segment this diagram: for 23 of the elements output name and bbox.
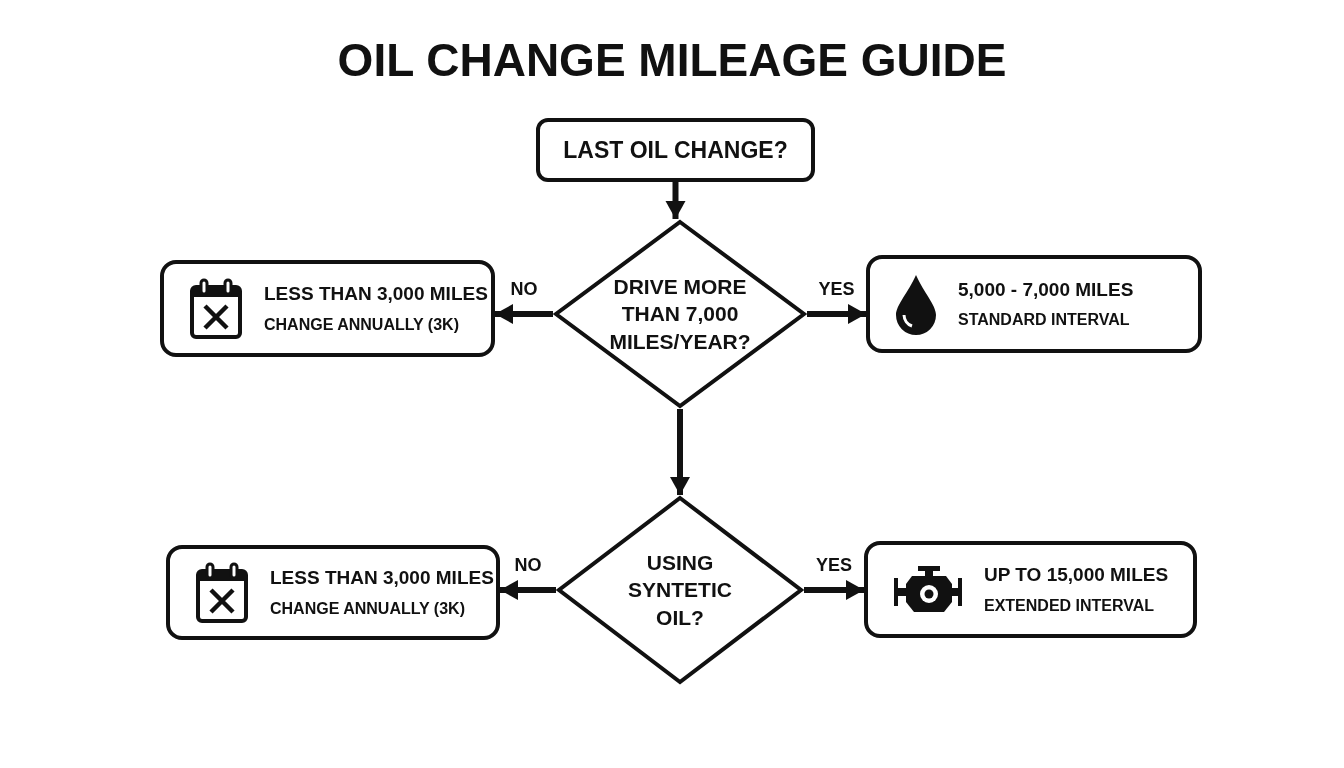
start-text: LAST OIL CHANGE? (563, 135, 788, 165)
decision-text: USING SYNTETIC OIL? (627, 550, 733, 631)
arrow (500, 580, 556, 600)
result-box (864, 541, 1197, 638)
start-box (536, 118, 815, 182)
mileage-text: UP TO 15,000 MILES (984, 563, 1169, 588)
interval-text: EXTENDED INTERVAL (984, 595, 1156, 616)
arrow (804, 580, 864, 600)
arrow (665, 182, 686, 219)
interval-text: STANDARD INTERVAL (958, 310, 1131, 331)
arrow (495, 304, 553, 324)
mileage-text: LESS THAN 3,000 MILES (270, 566, 494, 591)
arrow (807, 304, 866, 324)
interval-text: CHANGE ANNUALLY (3K) (264, 314, 460, 335)
result-box (160, 260, 495, 357)
arrow (670, 409, 690, 495)
result-box (866, 255, 1202, 353)
title: OIL CHANGE MILEAGE GUIDE (336, 33, 1008, 88)
mileage-text: LESS THAN 3,000 MILES (264, 282, 488, 307)
decision-text: DRIVE MORE THAN 7,000 MILES/YEAR? (608, 274, 752, 355)
interval-text: CHANGE ANNUALLY (3K) (270, 598, 466, 619)
result-box (166, 545, 500, 640)
mileage-text: 5,000 - 7,000 MILES (958, 277, 1134, 302)
